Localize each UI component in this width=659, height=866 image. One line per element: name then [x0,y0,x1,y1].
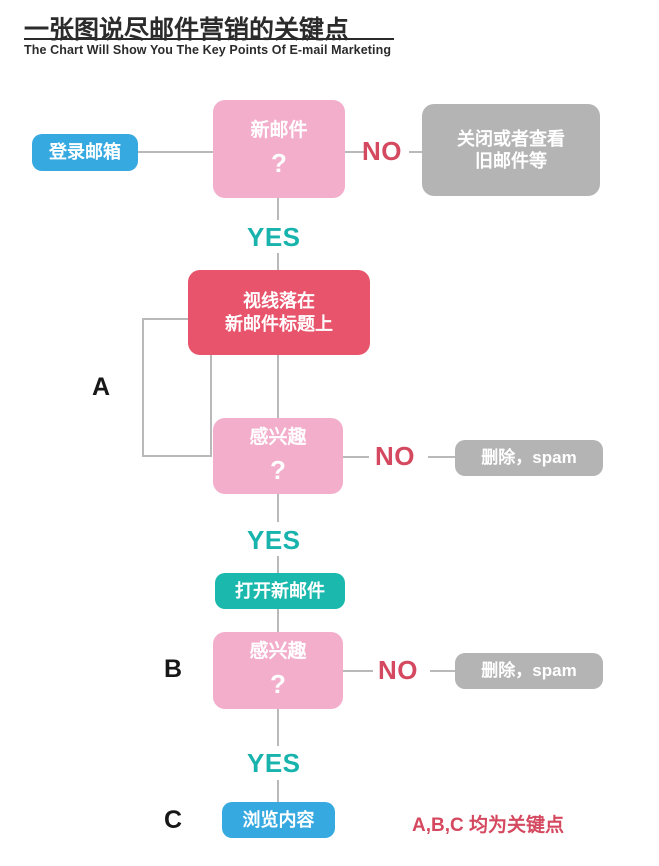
edge-newmail-yes-lower [277,253,279,271]
edge-interestb-yes-upper [277,708,279,746]
node-gaze-on-title[interactable]: 视线落在 新邮件标题上 [188,270,370,355]
edge-interestb-yes-lower [277,780,279,804]
edge-newmail-yes-upper [277,198,279,220]
node-delete-spam-a[interactable]: 删除，spam [455,440,603,476]
edge-label-no-1: NO [362,136,402,166]
edge-label-yes-1: YES [247,222,301,252]
edge-interesta-no-right [428,456,456,458]
title-divider [24,38,394,40]
node-interest-a-question: ? [270,454,286,485]
edge-label-no-2: NO [375,441,415,471]
node-new-mail-question: ? [271,147,287,178]
node-new-mail[interactable]: 新邮件 ? [213,100,345,198]
edge-label-yes-2: YES [247,525,301,555]
edge-interestb-no-left [343,670,373,672]
edge-label-yes-3: YES [247,748,301,778]
edge-interestb-no-right [430,670,456,672]
edge-login-to-newmail [138,151,214,153]
node-delete-spam-b[interactable]: 删除，spam [455,653,603,689]
node-interest-b[interactable]: 感兴趣 ? [213,632,343,709]
node-interest-a-label: 感兴趣 [249,426,307,448]
node-login[interactable]: 登录邮箱 [32,134,138,171]
edge-newmail-no-right [409,151,423,153]
marker-a: A [92,373,111,401]
marker-c: C [164,806,183,834]
page-title: 一张图说尽邮件营销的关键点 [24,16,350,44]
node-close-or-old-mail[interactable]: 关闭或者查看 旧邮件等 [422,104,600,196]
node-interest-b-question: ? [270,669,286,700]
edge-label-no-3: NO [378,655,418,685]
footnote-key-points: A,B,C 均为关键点 [412,815,565,836]
edge-interesta-no-left [343,456,369,458]
edge-interesta-yes-lower [277,556,279,574]
node-interest-b-label: 感兴趣 [249,641,307,663]
edge-gaze-to-interest-a [277,355,279,418]
bracket-a [142,318,212,457]
marker-b: B [164,655,183,683]
node-browse-content[interactable]: 浏览内容 [222,802,335,838]
node-interest-a[interactable]: 感兴趣 ? [213,418,343,494]
edge-interesta-yes-upper [277,494,279,522]
node-open-new-mail[interactable]: 打开新邮件 [215,573,345,609]
page-subtitle: The Chart Will Show You The Key Points O… [24,43,392,57]
edge-newmail-no-left [345,151,367,153]
edge-openmail-to-interestb [277,608,279,632]
node-new-mail-label: 新邮件 [250,119,308,141]
